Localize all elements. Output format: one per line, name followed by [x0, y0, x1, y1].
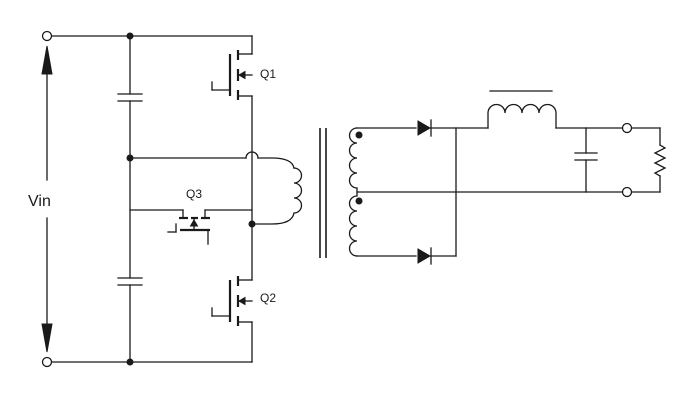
vin-arrow	[41, 45, 53, 353]
diode-upper	[417, 119, 432, 137]
output-inductor	[487, 103, 557, 129]
q1-mosfet	[211, 50, 253, 100]
polarity-dot-lower	[355, 197, 363, 205]
output-capacitor	[574, 127, 598, 193]
primary-winding	[251, 167, 303, 225]
input-terminal-bottom	[41, 356, 53, 368]
input-terminal-top	[41, 30, 53, 42]
midpoint-to-primary-wire	[129, 151, 295, 169]
secondary-winding	[348, 127, 358, 257]
capacitor-divider	[117, 35, 143, 363]
polarity-dot-upper	[355, 131, 363, 139]
output-terminal-negative	[621, 186, 633, 198]
q3-label: Q3	[186, 187, 202, 201]
q2-mosfet	[211, 276, 253, 326]
q2-label: Q2	[260, 291, 276, 305]
junction-bottom-left	[126, 358, 134, 366]
output-terminal-positive	[621, 122, 633, 134]
junction-top-left	[126, 32, 134, 40]
load-resistor	[631, 127, 667, 193]
q3-mosfet	[167, 216, 210, 245]
q1-label: Q1	[260, 67, 276, 81]
diode-lower	[417, 247, 432, 265]
junction-switch-node	[248, 220, 256, 228]
q3-wiring	[129, 209, 253, 219]
vin-label: Vin	[28, 193, 51, 210]
transformer-core	[319, 128, 327, 258]
